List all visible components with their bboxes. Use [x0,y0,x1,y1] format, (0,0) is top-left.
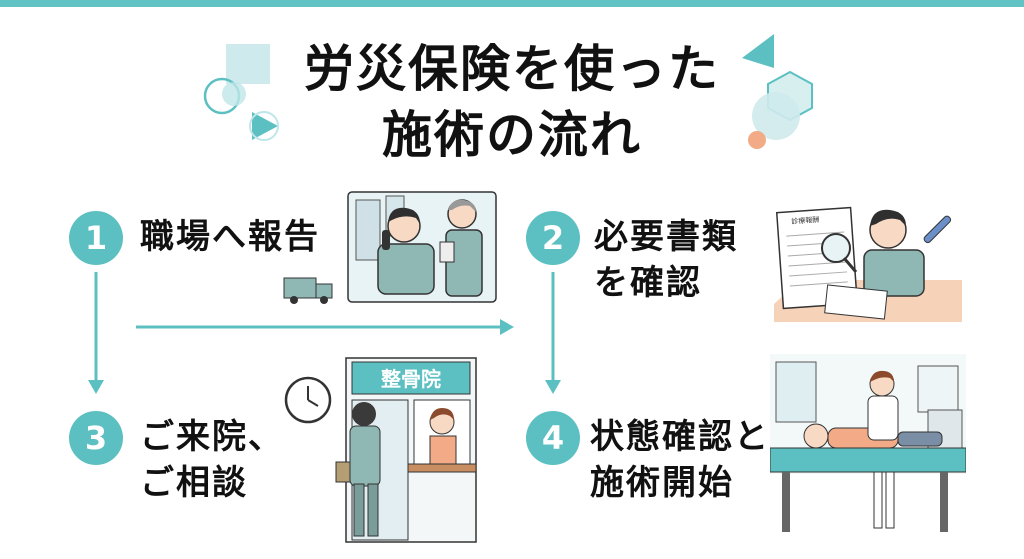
truck-icon [283,277,333,304]
step-1-line-1: 職場へ報告 [140,217,320,257]
window-icon [775,361,817,423]
step-2-label: 必要書類 を確認 [594,214,738,306]
step-4-line-1: 状態確認と [590,417,770,457]
step-2-line-1: 必要書類 [594,217,738,257]
step-3-label: ご来院、 ご相談 [140,414,284,506]
step-1-badge: 1 [69,211,123,265]
deco-circle [222,82,246,106]
treatment-bed [770,447,966,473]
clinic-sign [351,361,471,395]
step-4-line-2: 施術開始 [590,463,734,503]
flow-arrows [88,272,561,394]
pen-icon [923,215,952,244]
title-line-1: 労災保険を使った [304,40,720,98]
deco-triangle-right [742,34,774,68]
workplace-report-illustration [283,191,497,304]
magnifier-icon [821,233,851,263]
step-2-line-2: を確認 [594,263,702,303]
step-3-badge: 3 [69,411,123,465]
clinic-visit-illustration: 整骨院 [284,357,477,543]
deco-ring-small [249,111,279,141]
deco-big-circle [752,92,800,140]
step-3-line-2: ご相談 [140,463,248,503]
document-header-text: 診療報酬 [791,215,820,226]
step-1-label: 職場へ報告 [140,214,320,260]
document-check-illustration: 診療報酬 [774,206,962,322]
step-3-line-1: ご来院、 [140,417,284,457]
step-4-label: 状態確認と 施術開始 [590,414,770,506]
title-line-2: 施術の流れ [382,106,642,164]
monitor-chart-icon [917,365,959,413]
phone-icon [382,230,390,250]
step-2-badge: 2 [526,211,580,265]
treatment-illustration [770,354,966,532]
clock-icon [284,376,332,424]
top-accent-bar [0,0,1024,7]
clinic-sign-text: 整骨院 [380,367,441,391]
clipboard-icon [439,241,455,263]
deco-triangle-left [252,112,278,140]
deco-square [226,44,270,84]
deco-peach-dot [748,131,766,149]
page-title: 労災保険を使った 施術の流れ [262,36,762,168]
step-4-badge: 4 [526,411,580,465]
